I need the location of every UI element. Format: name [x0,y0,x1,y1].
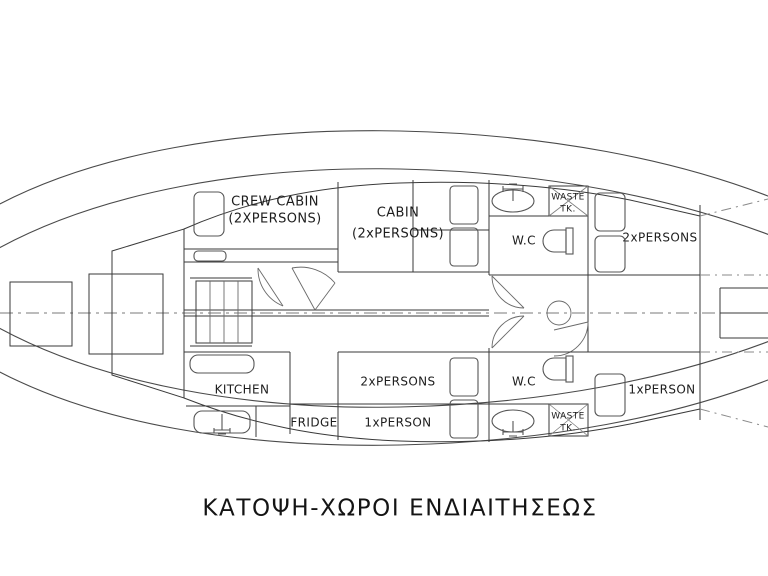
crew-cabin-room: CREW CABIN (2XPERSONS) [184,186,338,272]
waste-tank-upper-label-2: TK. [559,205,575,215]
hull-outer-top [0,130,768,205]
wc-lower-toilet-tank [565,355,574,383]
corridor-door-leaf-2 [291,267,316,311]
waste-tank-lower-label-1: WASTE [551,412,584,422]
stern-line-top [699,198,768,217]
aft-door-leaf [553,321,589,331]
wc-lower-room: W.C [489,315,588,437]
hull-outlines [0,130,768,446]
wc-lower-door-arc [491,315,525,349]
wc-upper-door-leaf [491,275,525,309]
crew-cabin-capacity-label: (2XPERSONS) [228,212,321,227]
hull-outer-bottom [0,371,768,446]
drawing-title: ΚΑΤΟΨΗ-ΧΩΡΟΙ ΕΝΔΙΑΙΤΗΣΕΩΣ [202,496,597,522]
waste-tank-upper-hatch [548,185,589,217]
kitchen-sink-faucet [213,414,231,435]
hull-inner-top [0,168,768,249]
cabin-label: CABIN [377,206,419,221]
wc-lower-door-leaf [491,315,525,349]
cabin-capacity-label: (2xPERSONS) [352,227,444,242]
bow-tank-forward [10,282,72,346]
corridor-center [184,266,589,357]
fridge-unit: FRIDGE [290,352,338,440]
mid-cabin-lower-group: 2xPERSONS 1xPERSON [338,348,489,442]
crew-berth [193,191,225,237]
hull-inner-bottom [0,327,768,408]
kitchen-label: KITCHEN [215,383,270,397]
corridor-door-leaf-1 [257,267,284,307]
wc-upper-faucet [502,183,524,201]
waste-tank-lower: WASTE TK. [549,404,588,436]
corridor-door-arc-2 [291,266,336,284]
mid-cabin-lower-label: 1xPERSON [364,416,431,430]
wc-upper-door-arc [491,275,525,309]
aft-cabin-lower-label: 1xPERSON [628,383,695,397]
wc-upper-toilet-tank [565,227,574,255]
wc-upper-toilet-bowl [542,229,567,253]
interior-bottom-boundary [184,398,700,442]
mast-post-circle [546,300,572,326]
mid-cabin-upper-label: 2xPERSONS [360,375,435,389]
stern-transom-detail [699,198,768,428]
mid-cabin-berth-upper [449,357,479,397]
cabin-room: CABIN (2xPERSONS) [338,180,489,272]
waste-tank-upper-label-1: WASTE [551,193,584,203]
wc-lower-toilet-bowl [542,357,567,381]
interior-top-boundary [184,182,700,229]
cabin-berth-lower [449,227,479,267]
waste-tank-lower-label-2: TK. [559,424,575,434]
wc-upper-label: W.C [512,234,536,248]
kitchen-sink-basin [193,410,251,434]
stairs-ladder [190,278,252,346]
crew-cabin-label: CREW CABIN [231,195,319,210]
cabin-berth-upper [449,185,479,225]
crew-berth-foot [193,250,227,262]
waste-tank-lower-hatch [548,403,589,437]
mid-cabin-berth-lower [449,399,479,439]
aft-cabin-upper-berth-2 [594,235,626,273]
bow-tank-main [89,274,163,354]
aft-cabin-lower: 1xPERSON [588,352,700,417]
aft-cabin-lower-berth [594,373,626,417]
aft-door-arc [553,321,589,357]
aft-cabin-upper: 2xPERSONS [588,192,700,275]
wc-lower-label: W.C [512,375,536,389]
wc-lower-faucet [502,421,524,437]
fridge-label: FRIDGE [290,416,337,430]
corridor-door-arc-1 [257,267,284,307]
kitchen-room: KITCHEN [184,352,290,437]
aft-cabin-upper-berth-1 [594,192,626,232]
aft-cabin-upper-label: 2xPERSONS [622,231,697,245]
stern-line-bottom [699,408,768,428]
kitchen-counter [189,354,255,374]
accommodation-block [184,182,700,442]
corridor-door-leaf-3 [314,282,336,311]
waste-tank-upper: WASTE TK. [549,186,588,216]
